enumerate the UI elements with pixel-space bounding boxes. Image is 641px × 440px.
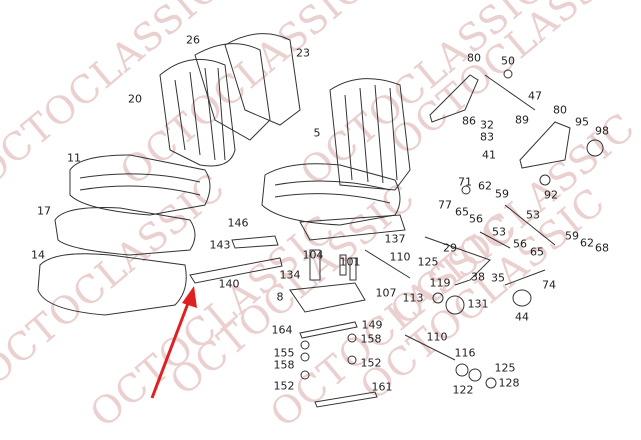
seat-cushion-5 xyxy=(261,163,401,226)
part-label: 134 xyxy=(279,268,301,282)
rail-140 xyxy=(189,257,283,284)
shaft-53 xyxy=(504,204,556,246)
part-label: 38 xyxy=(471,270,485,284)
bracket-80 xyxy=(429,74,479,123)
part-label: 104 xyxy=(302,248,324,262)
backrest-cover-23 xyxy=(224,33,301,126)
shaft-53b xyxy=(479,231,511,249)
part-label: 53 xyxy=(492,225,506,239)
part-label: 59 xyxy=(565,229,579,243)
part-label: 140 xyxy=(218,277,240,291)
part-label: 65 xyxy=(455,205,469,219)
part-label: 89 xyxy=(515,113,529,127)
part-label: 107 xyxy=(375,286,397,300)
seat-pad-17 xyxy=(54,207,196,256)
part-label: 155 xyxy=(273,346,295,360)
part-label: 20 xyxy=(128,92,142,106)
part-label: 62 xyxy=(580,236,594,250)
part-label: 158 xyxy=(273,358,295,372)
part-label: 116 xyxy=(454,346,476,360)
part-label: 56 xyxy=(469,212,483,226)
part-label: 152 xyxy=(360,356,382,370)
rail-161 xyxy=(314,391,378,408)
rod-110 xyxy=(364,249,411,279)
part-label: 164 xyxy=(271,323,293,337)
rail-149 xyxy=(299,321,358,339)
part-label: 122 xyxy=(452,383,474,397)
part-label: 80 xyxy=(467,51,481,65)
part-label: 68 xyxy=(595,241,609,255)
part-label: 5 xyxy=(313,126,321,140)
part-label: 47 xyxy=(528,89,542,103)
seat-cushion-11 xyxy=(69,154,211,216)
part-label: 110 xyxy=(389,250,411,264)
part-label: 110 xyxy=(426,330,448,344)
part-label: 29 xyxy=(443,241,457,255)
part-label: 8 xyxy=(276,290,284,304)
part-label: 113 xyxy=(402,291,424,305)
part-label: 56 xyxy=(513,237,527,251)
seat-backrest-5 xyxy=(329,78,411,191)
backrest-pad-26 xyxy=(194,43,271,141)
part-label: 146 xyxy=(227,216,249,230)
part-label: 101 xyxy=(339,255,361,269)
part-label: 35 xyxy=(491,271,505,285)
part-label: 23 xyxy=(296,46,310,60)
seat-base-14 xyxy=(37,253,187,316)
part-label: 62 xyxy=(478,179,492,193)
part-label: 26 xyxy=(186,33,200,47)
part-label: 59 xyxy=(495,187,509,201)
part-label: 158 xyxy=(360,332,382,346)
part-label: 98 xyxy=(595,124,609,138)
rod-110b xyxy=(404,334,456,361)
part-label: 17 xyxy=(37,204,51,218)
part-label: 119 xyxy=(429,276,451,290)
part-label: 92 xyxy=(544,188,558,202)
part-label: 41 xyxy=(482,148,496,162)
part-label: 95 xyxy=(575,115,589,129)
bracket-80b xyxy=(519,121,571,169)
rod-47 xyxy=(484,74,536,111)
part-label: 65 xyxy=(530,245,544,259)
part-label: 152 xyxy=(273,379,295,393)
part-label: 137 xyxy=(384,232,406,246)
part-label: 80 xyxy=(553,103,567,117)
part-label: 32 xyxy=(480,118,494,132)
part-label: 83 xyxy=(480,130,494,144)
part-label: 77 xyxy=(438,198,452,212)
part-label: 131 xyxy=(467,297,489,311)
part-label: 143 xyxy=(209,238,231,252)
lever-74 xyxy=(504,269,546,286)
part-label: 125 xyxy=(417,255,439,269)
part-label: 149 xyxy=(361,318,383,332)
part-label: 44 xyxy=(515,310,529,324)
part-label: 71 xyxy=(458,175,472,189)
part-label: 53 xyxy=(526,208,540,222)
part-label: 161 xyxy=(371,380,393,394)
part-label: 86 xyxy=(462,114,476,128)
part-label: 50 xyxy=(501,54,515,68)
base-plate-8 xyxy=(289,282,366,313)
part-label: 125 xyxy=(494,361,516,375)
part-label: 11 xyxy=(67,151,81,165)
backrest-frame-20 xyxy=(159,58,236,167)
rail-143 xyxy=(231,235,279,249)
part-label: 128 xyxy=(498,376,520,390)
part-label: 74 xyxy=(542,278,556,292)
lever-29 xyxy=(424,236,491,286)
part-label: 14 xyxy=(31,248,45,262)
